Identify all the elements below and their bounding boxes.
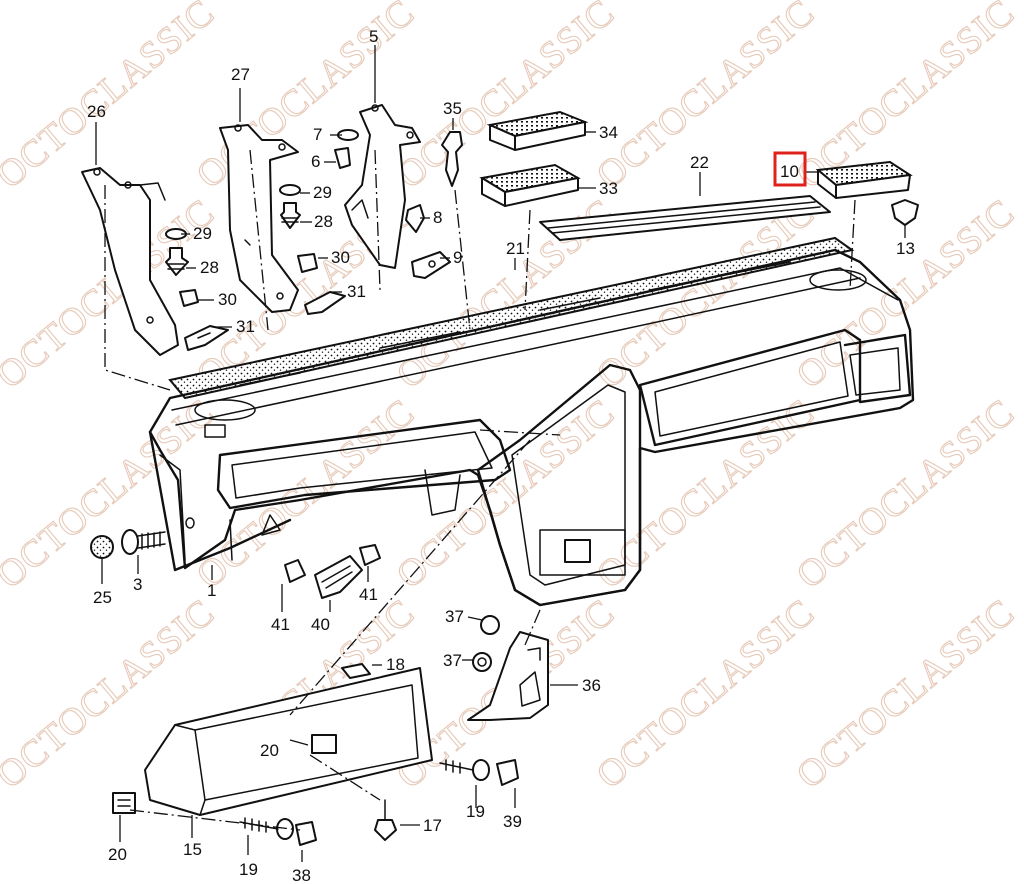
dashboard-panel: [148, 236, 915, 607]
label-26: 26: [87, 102, 106, 121]
label-7: 7: [313, 125, 322, 144]
label-22: 22: [690, 153, 709, 172]
label-29-upper: 29: [313, 183, 332, 202]
bracket-5: [344, 104, 421, 269]
label-36: 36: [582, 676, 601, 695]
grille-10: [815, 160, 913, 199]
label-20-outer: 20: [108, 845, 127, 864]
lower-fasteners: [112, 759, 519, 846]
fastener-set-middle: [279, 129, 451, 315]
watermark-text: OCTOCLASSIC: [589, 591, 823, 797]
bracket-26: [81, 167, 179, 356]
label-8: 8: [433, 208, 442, 227]
bracket-36: [467, 615, 549, 721]
label-17: 17: [423, 816, 442, 835]
label-40: 40: [311, 615, 330, 634]
label-9: 9: [453, 248, 462, 267]
label-18: 18: [386, 655, 405, 674]
label-5: 5: [369, 27, 378, 46]
label-1: 1: [207, 581, 216, 600]
label-38: 38: [292, 866, 311, 884]
label-19-left: 19: [239, 860, 258, 879]
label-25: 25: [93, 588, 112, 607]
label-30-lower: 30: [218, 290, 237, 309]
part-labels: 26 27 5 7 6 29 28 30 31 29 28 30 31 8 9 …: [87, 27, 915, 884]
label-41-left: 41: [271, 615, 290, 634]
label-37-upper: 37: [445, 607, 464, 626]
label-3: 3: [133, 575, 142, 594]
cap-25: [90, 535, 114, 559]
leader-lines: [95, 45, 906, 862]
vent-parts-40-41: [284, 544, 381, 599]
label-35: 35: [443, 99, 462, 118]
label-33: 33: [599, 179, 618, 198]
grille-34: [486, 110, 589, 151]
label-31-upper: 31: [347, 282, 366, 301]
label-28-lower: 28: [200, 258, 219, 277]
bracket-27: [219, 124, 299, 313]
watermark-text: OCTOCLASSIC: [789, 591, 1023, 797]
label-21: 21: [506, 239, 525, 258]
label-39: 39: [503, 812, 522, 831]
label-29-lower: 29: [193, 224, 212, 243]
highlight-box-part-10: [773, 151, 807, 187]
clip-35: [441, 131, 463, 187]
label-31-lower: 31: [236, 317, 255, 336]
label-34: 34: [599, 123, 618, 142]
fastener-set-left: [165, 228, 229, 351]
clip-13: [891, 199, 919, 226]
watermark-text: OCTOCLASSIC: [789, 0, 1023, 197]
label-27: 27: [231, 65, 250, 84]
label-28-upper: 28: [314, 212, 333, 231]
watermark-text: OCTOCLASSIC: [0, 0, 223, 197]
label-15: 15: [183, 840, 202, 859]
label-30-upper: 30: [331, 248, 350, 267]
assembly-lines: [104, 149, 856, 831]
label-19-right: 19: [466, 802, 485, 821]
label-6: 6: [311, 152, 320, 171]
label-13: 13: [896, 239, 915, 258]
glovebox-15: [144, 663, 433, 816]
center-console-frame: [476, 363, 642, 607]
watermark-text: OCTOCLASSIC: [389, 391, 623, 597]
label-10: 10: [780, 162, 799, 181]
label-41-right: 41: [359, 585, 378, 604]
label-20-inner: 20: [260, 741, 279, 760]
label-37-lower: 37: [443, 651, 462, 670]
watermark-text: OCTOCLASSIC: [389, 0, 623, 197]
screw-3: [121, 529, 166, 555]
grille-33: [479, 163, 581, 207]
